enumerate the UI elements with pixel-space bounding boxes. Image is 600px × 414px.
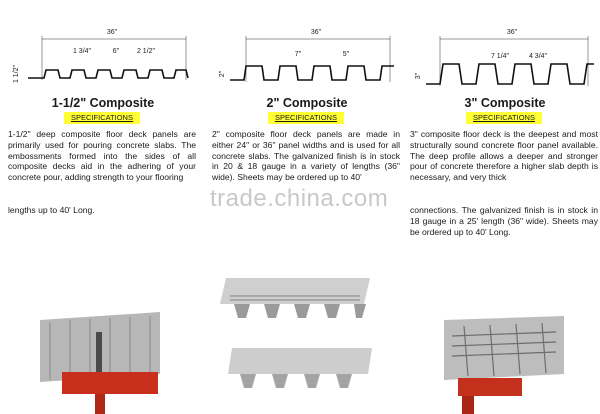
deck-installation-photo-1 [40, 312, 160, 414]
dim-b-label: 5" [343, 51, 350, 58]
width-label: 36" [311, 29, 322, 36]
deck-title: 1-1/2" Composite [51, 96, 155, 110]
deck-description: 3" composite floor deck is the deepest a… [410, 129, 598, 183]
deck-description: 1-1/2" deep composite floor deck panels … [8, 129, 196, 183]
deck-profile-1-5-diagram: 36" 1 3/4" 6" 2 1/2" 1 1/2" [13, 29, 189, 83]
specifications-link[interactable]: SPECIFICATIONS [466, 112, 542, 124]
deck-title: 3" Composite [464, 96, 546, 110]
deck-description-tail: lengths up to 40' Long. [8, 205, 95, 215]
depth-label: 2" [219, 70, 226, 77]
dim-b-label: 6" [113, 48, 120, 55]
specifications-link[interactable]: SPECIFICATIONS [64, 112, 140, 124]
width-label: 36" [107, 29, 118, 36]
deck-profile-3-diagram: 36" 7 1/4" 4 3/4" 3" [415, 29, 594, 86]
watermark: trade.china.com [210, 185, 389, 212]
dim-a-label: 1 3/4" [73, 48, 92, 55]
dim-a-label: 7" [295, 51, 302, 58]
depth-label: 1 1/2" [13, 64, 20, 83]
deck-title: 2" Composite [266, 96, 348, 110]
specifications-link[interactable]: SPECIFICATIONS [268, 112, 344, 124]
depth-label: 3" [415, 72, 422, 79]
deck-description: 2" composite floor deck panels are made … [212, 129, 400, 183]
dim-c-label: 2 1/2" [137, 48, 156, 55]
concrete-slab-section-photo [220, 278, 372, 388]
dim-b-label: 4 3/4" [529, 53, 548, 60]
width-label: 36" [507, 29, 518, 36]
dim-a-label: 7 1/4" [491, 53, 510, 60]
deck-installation-photo-3 [444, 316, 564, 414]
deck-profile-2-diagram: 36" 7" 5" 2" [219, 29, 394, 82]
deck-description-tail: connections. The galvanized finish is in… [410, 205, 598, 237]
